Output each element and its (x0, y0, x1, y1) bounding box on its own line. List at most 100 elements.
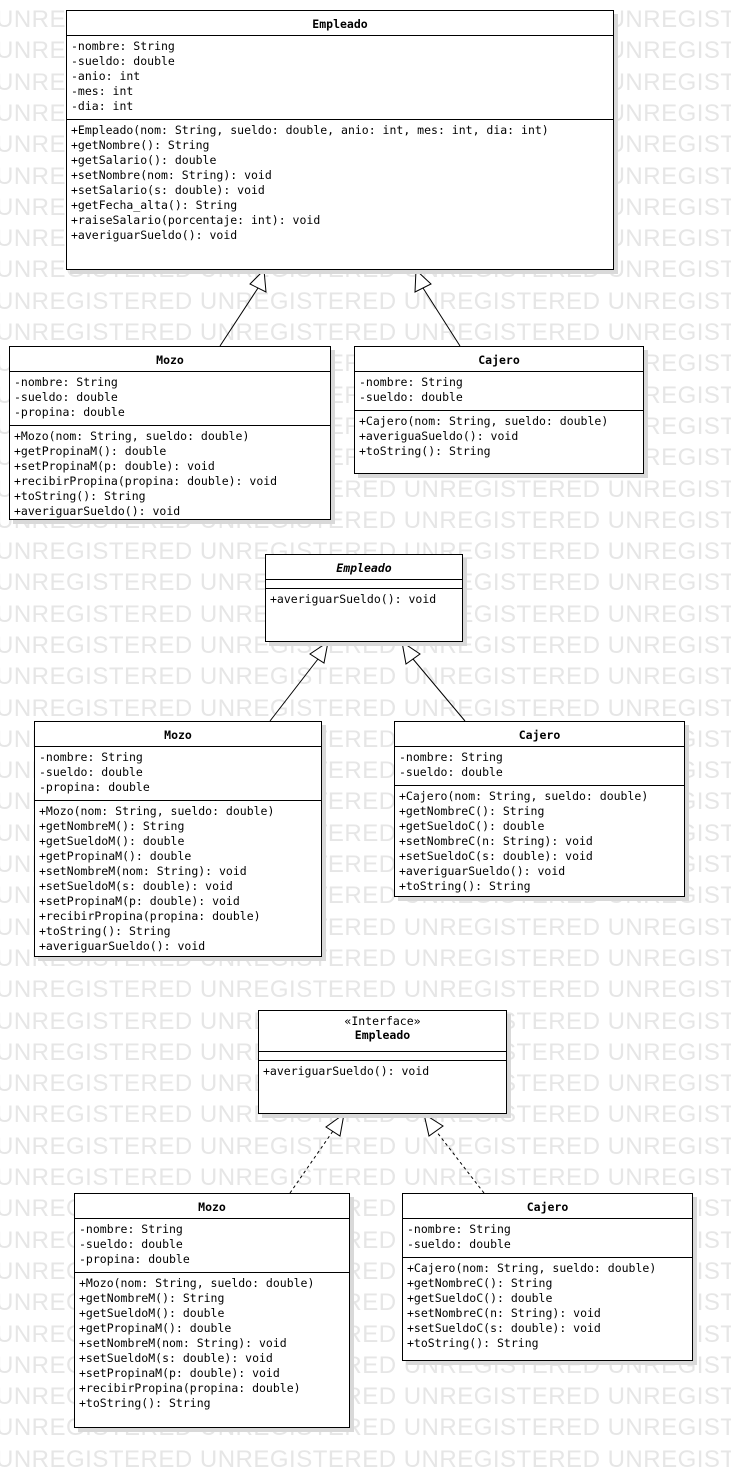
method-row: +setNombreC(n: String): void (407, 1306, 601, 1320)
inheritance-arrowhead (249, 268, 267, 293)
watermark-line: UNREGISTERED UNREGISTERED UNREGISTERED U… (0, 1164, 731, 1191)
methods-section: +Mozo(nom: String, sueldo: double)+getPr… (10, 425, 330, 519)
class-title: Mozo (164, 728, 192, 742)
class-title: Mozo (156, 353, 184, 367)
method-row: +toString(): String (14, 489, 146, 503)
method-row: +setSueldoC(s: double): void (399, 849, 593, 863)
method-row: +getSueldoM(): double (79, 1306, 225, 1320)
method-row: +toString(): String (407, 1336, 539, 1350)
method-row: +setNombreC(n: String): void (399, 834, 593, 848)
class-title: Cajero (518, 728, 561, 742)
attributes-section: -nombre: String-sueldo: double-propina: … (75, 1218, 349, 1272)
method-row: +averiguarSueldo(): void (263, 1064, 430, 1078)
attribute-row: -sueldo: double (79, 1237, 183, 1251)
interface-name: Empleado (354, 1028, 411, 1042)
class-cajero[interactable]: Cajero -nombre: String-sueldo: double +C… (354, 346, 644, 474)
method-row: +toString(): String (79, 1396, 211, 1410)
method-row: +getFecha_alta(): String (71, 198, 238, 212)
method-row: +raiseSalario(porcentaje: int): void (71, 213, 321, 227)
method-row: +toString(): String (399, 879, 531, 893)
realization-arrowhead (325, 1112, 345, 1137)
attribute-row: -nombre: String (79, 1222, 183, 1236)
method-row: +averiguarSueldo(): void (39, 939, 206, 953)
method-row: +getPropinaM(): double (79, 1321, 232, 1335)
method-row: +getSueldoC(): double (407, 1291, 553, 1305)
method-row: +Mozo(nom: String, sueldo: double) (79, 1276, 315, 1290)
class-empleado[interactable]: Empleado -nombre: String-sueldo: double -… (66, 10, 614, 270)
attributes-section (266, 579, 462, 588)
class-title: «Interface» Empleado (259, 1011, 506, 1051)
methods-section: +Cajero(nom: String, sueldo: double)+get… (403, 1257, 692, 1351)
method-row: +getSueldoC(): double (399, 819, 545, 833)
methods-section: +Empleado(nom: String, sueldo: double, a… (67, 119, 613, 243)
method-row: +getSueldoM(): double (39, 834, 185, 848)
method-row: +getPropinaM(): double (14, 444, 167, 458)
inheritance-arrowhead (401, 640, 421, 665)
method-row: +averiguaSueldo(): void (359, 429, 519, 443)
attribute-row: -nombre: String (39, 750, 143, 764)
method-row: +setSueldoM(s: double): void (79, 1351, 273, 1365)
class-title: Empleado (312, 17, 368, 31)
class-mozo[interactable]: Mozo -nombre: String-sueldo: double-prop… (34, 721, 322, 957)
attribute-row: -sueldo: double (14, 390, 118, 404)
method-row: +recibirPropina(propina: double) (79, 1381, 301, 1395)
method-row: +Empleado(nom: String, sueldo: double, a… (71, 123, 549, 137)
method-row: +recibirPropina(propina: double) (39, 909, 261, 923)
method-row: +averiguarSueldo(): void (71, 228, 238, 242)
inheritance-line-mozo (219, 287, 259, 347)
methods-section: +averiguarSueldo(): void (266, 588, 462, 607)
method-row: +setSalario(s: double): void (71, 183, 265, 197)
method-row: +setSueldoM(s: double): void (39, 879, 233, 893)
method-row: +Mozo(nom: String, sueldo: double) (14, 429, 250, 443)
attribute-row: -nombre: String (359, 375, 463, 389)
watermark-line: UNREGISTERED UNREGISTERED UNREGISTERED U… (0, 319, 731, 346)
attributes-section: -nombre: String-sueldo: double-propina: … (35, 746, 321, 800)
attribute-row: -nombre: String (407, 1222, 511, 1236)
class-cajero[interactable]: Cajero -nombre: String-sueldo: double +C… (402, 1193, 693, 1361)
class-title: Cajero (526, 1200, 569, 1214)
method-row: +setPropinaM(p: double): void (14, 459, 215, 473)
realization-arrowhead (423, 1112, 444, 1137)
attributes-section: -nombre: String-sueldo: double (395, 746, 684, 785)
class-title: Mozo (198, 1200, 226, 1214)
class-mozo[interactable]: Mozo -nombre: String-sueldo: double-prop… (74, 1193, 350, 1428)
method-row: +setNombre(nom: String): void (71, 168, 272, 182)
class-title: Cajero (478, 353, 520, 367)
class-mozo[interactable]: Mozo -nombre: String-sueldo: double-prop… (9, 346, 331, 520)
methods-section: +Mozo(nom: String, sueldo: double)+getNo… (35, 800, 321, 954)
class-cajero[interactable]: Cajero -nombre: String-sueldo: double +C… (394, 721, 685, 897)
attributes-section: -nombre: String-sueldo: double (403, 1218, 692, 1257)
attribute-row: -sueldo: double (71, 54, 175, 68)
method-row: +recibirPropina(propina: double): void (14, 474, 278, 488)
watermark-line: UNREGISTERED UNREGISTERED UNREGISTERED U… (0, 288, 731, 315)
attribute-row: -nombre: String (71, 39, 175, 53)
attribute-row: -mes: int (71, 84, 134, 98)
watermark-line: UNREGISTERED UNREGISTERED UNREGISTERED U… (0, 1446, 731, 1469)
watermark-line: UNREGISTERED UNREGISTERED UNREGISTERED U… (0, 695, 731, 722)
class-title: Empleado (336, 561, 392, 575)
attribute-row: -sueldo: double (39, 765, 143, 779)
attributes-section: -nombre: String-sueldo: double (355, 371, 643, 410)
attribute-row: -sueldo: double (399, 765, 503, 779)
method-row: +getNombreM(): String (39, 819, 185, 833)
interface-empleado[interactable]: «Interface» Empleado +averiguarSueldo():… (258, 1010, 507, 1114)
method-row: +getNombreM(): String (79, 1291, 225, 1305)
inheritance-arrowhead (309, 640, 329, 664)
methods-section: +Mozo(nom: String, sueldo: double)+getNo… (75, 1272, 349, 1411)
attribute-row: -dia: int (71, 99, 134, 113)
attribute-row: -propina: double (39, 780, 150, 794)
inheritance-line-mozo (269, 658, 319, 722)
watermark-line: UNREGISTERED UNREGISTERED UNREGISTERED U… (0, 663, 731, 690)
method-row: +getNombreC(): String (407, 1276, 553, 1290)
method-row: +setNombreM(nom: String): void (39, 864, 247, 878)
interface-stereotype: «Interface» (344, 1014, 421, 1028)
watermark-line: UNREGISTERED UNREGISTERED UNREGISTERED U… (0, 976, 731, 1003)
class-empleado-abstract[interactable]: Empleado +averiguarSueldo(): void (265, 554, 463, 642)
methods-section: +averiguarSueldo(): void (259, 1060, 506, 1079)
method-row: +Cajero(nom: String, sueldo: double) (407, 1261, 657, 1275)
attributes-section (259, 1051, 506, 1060)
attribute-row: -nombre: String (399, 750, 503, 764)
method-row: +getPropinaM(): double (39, 849, 192, 863)
method-row: +getNombreC(): String (399, 804, 545, 818)
